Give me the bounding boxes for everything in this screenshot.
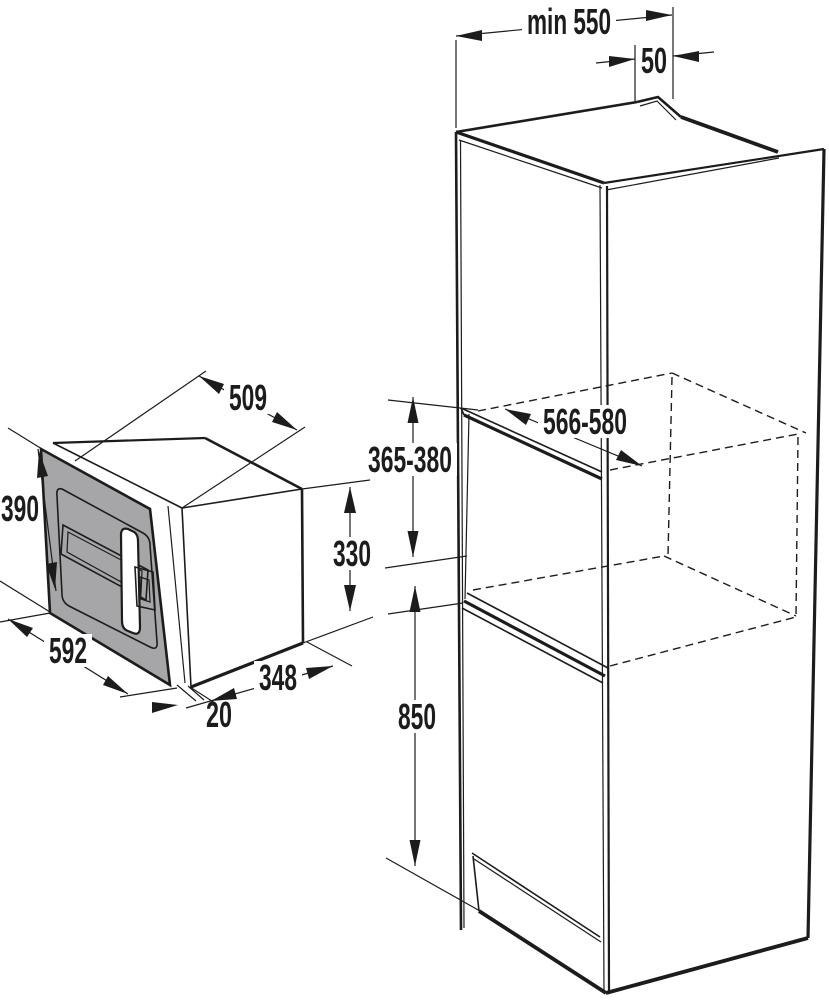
microwave-body [52,436,305,689]
niche-hidden-edges [472,372,807,667]
dim-label-cabinet-depth-min: min 550 [527,1,611,42]
cabinet-drawing [454,95,826,995]
dim-mw-frame-offset: 20 [152,684,232,735]
cabinet-right-panel [599,147,826,995]
door-inner-frame [56,487,158,649]
niche-ceiling-edge [460,407,603,481]
dim-label-mw-front-width: 592 [49,630,87,671]
door-handle [119,527,142,635]
dim-base-height: 850 [385,586,481,912]
dim-label-mw-frame-offset: 20 [206,694,232,735]
dim-niche-width: 566-580 [504,401,643,467]
dim-cabinet-back-offset: 50 [595,40,715,101]
dim-label-niche-height: 365-380 [368,439,452,480]
frame-side-sliver [167,505,186,684]
cabinet-top [455,95,779,189]
dim-label-base-height: 850 [398,696,436,737]
dim-mw-body-height: 330 [301,479,376,644]
microwave-drawing [39,436,305,689]
dim-mw-body-depth: 348 [185,641,353,709]
dim-label-mw-front-height: 390 [1,488,39,529]
niche-floor-edge [461,592,609,684]
body-top-crease [181,488,303,509]
dim-label-cabinet-back-offset: 50 [641,40,667,81]
dim-cabinet-depth-min: min 550 [455,1,674,128]
dim-mw-front-height: 390 [0,427,57,613]
body-top-front-edge [52,442,183,509]
dim-label-mw-body-depth: 348 [259,657,297,698]
door-window-outer [60,523,149,602]
dim-label-mw-body-height: 330 [333,533,371,574]
dim-mw-front-width: 592 [0,612,178,698]
dim-label-niche-width: 566-580 [543,401,627,442]
dimensions: min 550 50 566-580 365-380 [0,1,715,912]
dim-label-mw-body-width: 509 [229,377,267,418]
body-front-edge [181,507,192,688]
control-display-outer [134,565,156,612]
dim-mw-body-width: 509 [74,370,306,509]
control-display-inner [139,576,151,603]
cabinet-back-panel [636,95,682,118]
niche-left-jamb [464,413,470,600]
dim-niche-height: 365-380 [363,397,479,569]
microwave-door [39,446,172,688]
cabinet-plinth [471,852,608,995]
cabinet-left-edge [454,131,465,931]
